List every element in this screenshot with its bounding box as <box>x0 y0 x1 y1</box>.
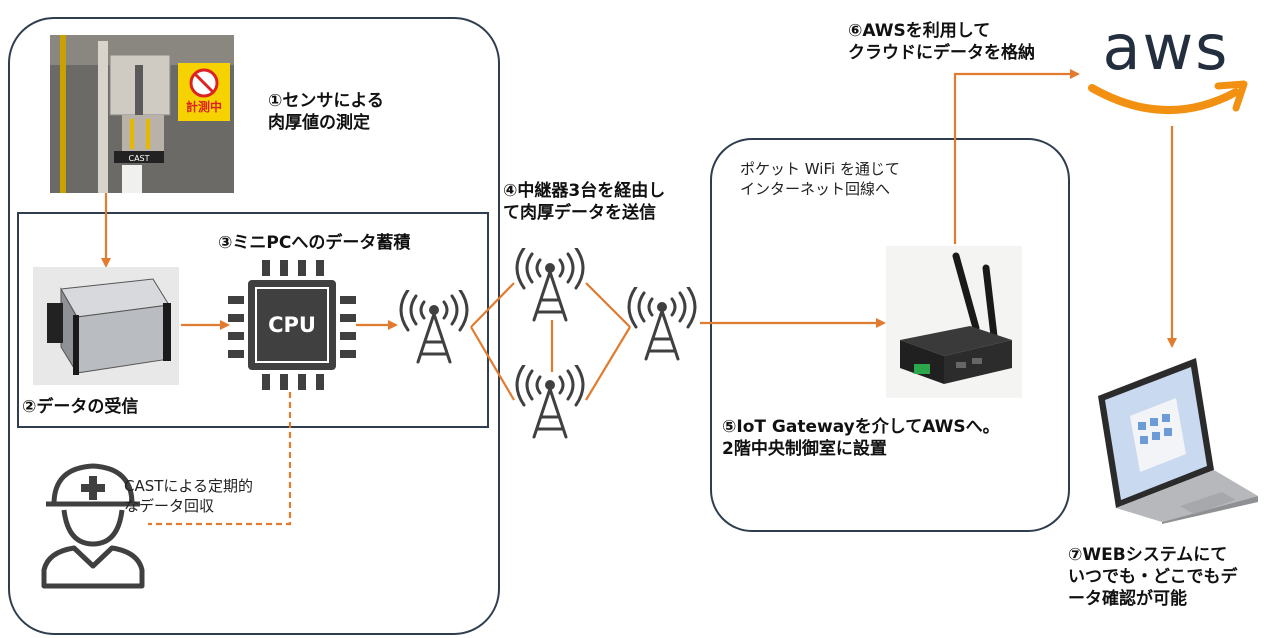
cpu-label: CPU <box>268 313 316 337</box>
sensor-photo: CAST 計測中 <box>50 35 234 193</box>
label-minipc-storage: ③ミニPCへのデータ蓄積 <box>218 233 411 253</box>
antenna-icon-relay-lower <box>515 365 585 439</box>
link-relay-upper-to-right <box>585 282 631 328</box>
label-iot-gateway: ⑤IoT Gatewayを介してAWSへ。 2階中央制御室に設置 <box>722 417 1000 459</box>
worker-icon <box>41 463 145 589</box>
link-relay-lower-to-right <box>585 326 631 401</box>
control-room-area <box>710 138 1070 532</box>
label-web-system: ⑦WEBシステムにて いつでも・どこでもデ ータ確認が可能 <box>1068 545 1238 609</box>
iot-gateway-photo <box>886 246 1022 398</box>
note-pocket-wifi: ポケット WiFi を通じて インターネット回線へ <box>740 160 900 198</box>
cpu-chip-icon: CPU <box>228 260 356 390</box>
aws-logo: aws <box>1086 8 1256 124</box>
antenna-icon-relay-right <box>627 287 697 361</box>
aws-smile-icon <box>1088 80 1248 115</box>
antenna-icon-relay-upper <box>515 248 585 322</box>
site-boundary <box>8 17 500 635</box>
receiver-device-photo <box>33 267 179 385</box>
label-data-reception: ②データの受信 <box>22 397 139 417</box>
label-aws-storage: ⑥AWSを利用して クラウドにデータを格納 <box>848 21 1035 63</box>
link-antenna-to-relays <box>470 282 515 328</box>
laptop-icon <box>1098 358 1258 524</box>
arrow-gateway-to-aws <box>953 69 1080 244</box>
label-sensor-measurement: ①センサによる 肉厚値の測定 <box>268 91 384 133</box>
note-cast-collection: CASTによる定期的 なデータ回収 <box>124 477 253 515</box>
antenna-icon-site <box>399 290 469 364</box>
link-antenna-to-relay-lower <box>470 326 515 401</box>
cast-collection-line <box>148 392 292 526</box>
aws-logo-text: aws <box>1102 11 1230 84</box>
measuring-sign-text: 計測中 <box>186 99 222 114</box>
sensor-tag: CAST <box>128 154 149 163</box>
data-collection-area <box>17 212 489 428</box>
label-relay-transmission: ④中継器3台を経由し て肉厚データを送信 <box>503 181 666 223</box>
